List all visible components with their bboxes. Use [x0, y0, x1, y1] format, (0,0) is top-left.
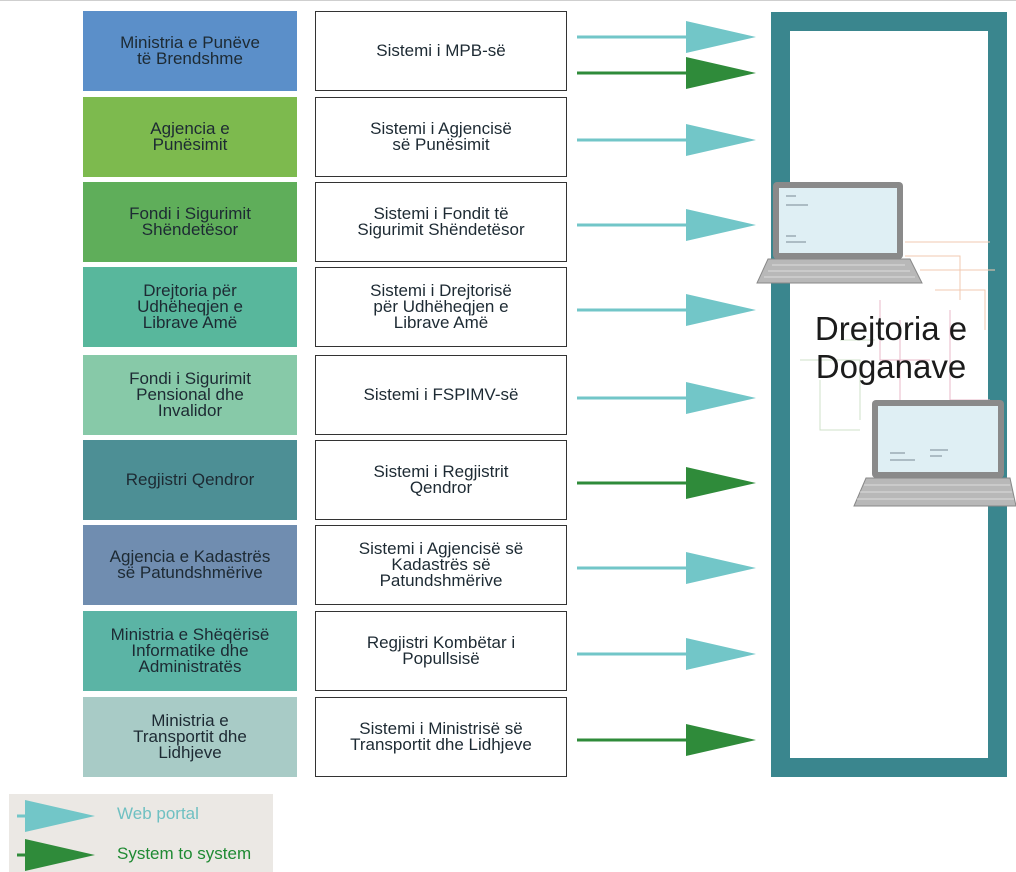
laptop-icon — [756, 182, 923, 284]
legend-system-to-system-label: System to system — [117, 844, 252, 863]
laptop-icon — [853, 400, 1016, 507]
web-portal-arrow — [577, 638, 756, 670]
institution-box: Ministria e Transportit dhe Lidhjeve — [83, 697, 297, 777]
web-portal-arrow — [577, 294, 756, 326]
web-portal-arrow — [577, 21, 756, 53]
legend-web-portal-arrow — [17, 800, 95, 832]
system-box: Sistemi i Ministrisë së Transportit dhe … — [315, 697, 567, 777]
customs-title: Drejtoria e Doganave — [814, 310, 968, 385]
legend: Web portal System to system — [9, 794, 273, 872]
system-to-system-arrow — [577, 724, 756, 756]
legend-symbols — [17, 800, 95, 871]
system-box: Sistemi i Agjencisë së Punësimit — [315, 97, 567, 177]
web-portal-arrow — [577, 552, 756, 584]
system-box: Sistemi i MPB-së — [315, 11, 567, 91]
system-box: Sistemi i Fondit të Sigurimit Shëndetëso… — [315, 182, 567, 262]
system-to-system-arrow — [577, 467, 756, 499]
institution-box: Agjencia e Kadastrës së Patundshmërive — [83, 525, 297, 605]
institution-box: Fondi i Sigurimit Shëndetësor — [83, 182, 297, 262]
institution-box: Agjencia e Punësimit — [83, 97, 297, 177]
system-box: Sistemi i Agjencisë së Kadastrës së Patu… — [315, 525, 567, 605]
institution-box: Drejtoria për Udhëheqjen e Librave Amë — [83, 267, 297, 347]
system-box: Sistemi i FSPIMV-së — [315, 355, 567, 435]
web-portal-arrow — [577, 124, 756, 156]
web-portal-arrow — [577, 209, 756, 241]
system-box: Sistemi i Drejtorisë për Udhëheqjen e Li… — [315, 267, 567, 347]
system-box: Sistemi i Regjistrit Qendror — [315, 440, 567, 520]
web-portal-arrow — [577, 382, 756, 414]
legend-web-portal-label: Web portal — [117, 804, 199, 823]
institution-box: Ministria e Shëqërisë Informatike dhe Ad… — [83, 611, 297, 691]
system-to-system-arrow — [577, 57, 756, 89]
institution-box: Ministria e Punëve të Brendshme — [83, 11, 297, 91]
institution-box: Regjistri Qendror — [83, 440, 297, 520]
legend-system-to-system-arrow — [17, 839, 95, 871]
system-box: Regjistri Kombëtar i Popullsisë — [315, 611, 567, 691]
top-divider — [0, 0, 1016, 1]
institution-box: Fondi i Sigurimit Pensional dhe Invalido… — [83, 355, 297, 435]
